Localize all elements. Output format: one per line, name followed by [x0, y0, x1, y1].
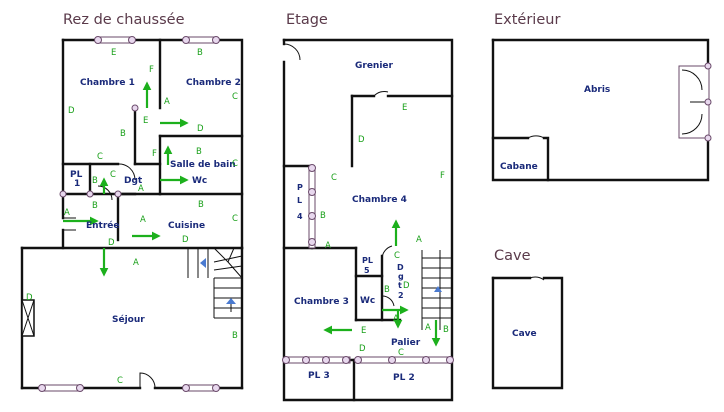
svg-text:D: D	[108, 238, 115, 248]
svg-text:D: D	[68, 106, 75, 116]
label-sejour: Séjour	[112, 314, 145, 325]
svg-text:B: B	[384, 285, 390, 295]
label-pl5-a: PL	[362, 256, 373, 265]
svg-text:C: C	[117, 376, 123, 386]
windows-ground	[21, 36, 220, 392]
ground-arrows	[63, 81, 189, 277]
svg-text:B: B	[232, 331, 238, 341]
svg-text:E: E	[361, 326, 366, 336]
svg-text:B: B	[196, 147, 202, 157]
title-ground-floor: Rez de chaussée	[63, 12, 185, 28]
svg-text:F: F	[149, 65, 154, 75]
svg-text:A: A	[393, 314, 399, 324]
label-chambre1: Chambre 1	[80, 78, 135, 88]
svg-text:B: B	[197, 48, 203, 58]
label-pl4-b: L	[297, 196, 302, 205]
label-pl3: PL 3	[308, 371, 330, 381]
windows-upper	[282, 164, 454, 364]
label-pl1-a: PL	[70, 170, 83, 180]
svg-text:D: D	[358, 135, 365, 145]
svg-text:C: C	[97, 152, 103, 162]
svg-text:B: B	[198, 200, 204, 210]
label-grenier: Grenier	[355, 61, 394, 71]
label-entree: Entrée	[86, 220, 120, 231]
label-pl2: PL 2	[393, 373, 415, 383]
title-outside: Extérieur	[494, 12, 560, 28]
svg-text:D: D	[197, 124, 204, 134]
label-abris: Abris	[584, 85, 610, 95]
title-upper-floor: Etage	[286, 12, 328, 28]
label-chambre4: Chambre 4	[352, 195, 407, 205]
svg-text:C: C	[232, 214, 238, 224]
svg-text:C: C	[232, 159, 238, 169]
svg-text:E: E	[402, 103, 407, 113]
svg-text:B: B	[92, 176, 98, 186]
svg-text:D: D	[359, 344, 366, 354]
upper-arrows	[323, 219, 441, 347]
outside-plan: Abris Cabane	[491, 38, 712, 182]
svg-text:A: A	[325, 241, 331, 251]
svg-text:A: A	[140, 215, 146, 225]
label-cave: Cave	[512, 329, 537, 339]
label-palier: Palier	[391, 338, 421, 348]
svg-text:C: C	[394, 251, 400, 261]
stairs-ground	[187, 247, 243, 319]
svg-text:B: B	[92, 201, 98, 211]
svg-text:A: A	[164, 97, 170, 107]
label-pl4-a: P	[297, 183, 303, 192]
label-wc-ground: Wc	[192, 176, 207, 186]
title-cellar: Cave	[494, 248, 531, 264]
svg-text:C: C	[110, 170, 116, 180]
svg-text:F: F	[440, 171, 445, 181]
ground-wall-letters: E B F A C D E B D B F C C C A B B C A B …	[26, 48, 238, 386]
svg-text:E: E	[111, 48, 116, 58]
svg-text:B: B	[120, 129, 126, 139]
stairs-upper	[421, 250, 452, 330]
label-dgt2-c: t	[398, 281, 402, 290]
label-dgt2-d: 2	[398, 291, 404, 300]
svg-text:D: D	[182, 235, 189, 245]
label-chambre3: Chambre 3	[294, 297, 349, 307]
label-dgt: Dgt	[124, 176, 143, 186]
label-chambre2: Chambre 2	[186, 78, 241, 88]
svg-text:A: A	[138, 184, 144, 194]
svg-text:C: C	[232, 92, 238, 102]
svg-text:E: E	[143, 116, 148, 126]
label-pl4-c: 4	[297, 212, 303, 221]
label-cuisine: Cuisine	[168, 221, 205, 231]
label-cabane: Cabane	[500, 162, 538, 172]
svg-text:C: C	[331, 173, 337, 183]
cellar-plan: Cave	[491, 276, 564, 390]
svg-text:D: D	[403, 281, 410, 291]
label-salle-de-bain: Salle de bain	[170, 160, 236, 170]
svg-text:A: A	[133, 258, 139, 268]
label-dgt2-b: g	[398, 272, 404, 281]
label-dgt2-a: D	[397, 263, 404, 272]
label-pl5-b: 5	[364, 266, 370, 275]
label-pl1-b: 1	[74, 179, 80, 189]
svg-text:D: D	[26, 293, 33, 303]
svg-text:A: A	[64, 208, 70, 218]
svg-text:A: A	[425, 323, 431, 333]
ground-floor-plan: Chambre 1 Chambre 2 Salle de bain Dgt Wc…	[20, 36, 244, 392]
svg-text:B: B	[320, 211, 326, 221]
label-wc-upper: Wc	[360, 296, 375, 306]
upper-wall-letters: E D C F B A A C D B A E D A B C	[320, 103, 449, 358]
svg-text:F: F	[152, 149, 157, 159]
svg-text:A: A	[416, 235, 422, 245]
upper-floor-plan: Grenier Chambre 4 P L 4 Chambre 3 PL 5 W…	[282, 38, 454, 402]
svg-text:C: C	[398, 348, 404, 358]
svg-text:B: B	[443, 325, 449, 335]
